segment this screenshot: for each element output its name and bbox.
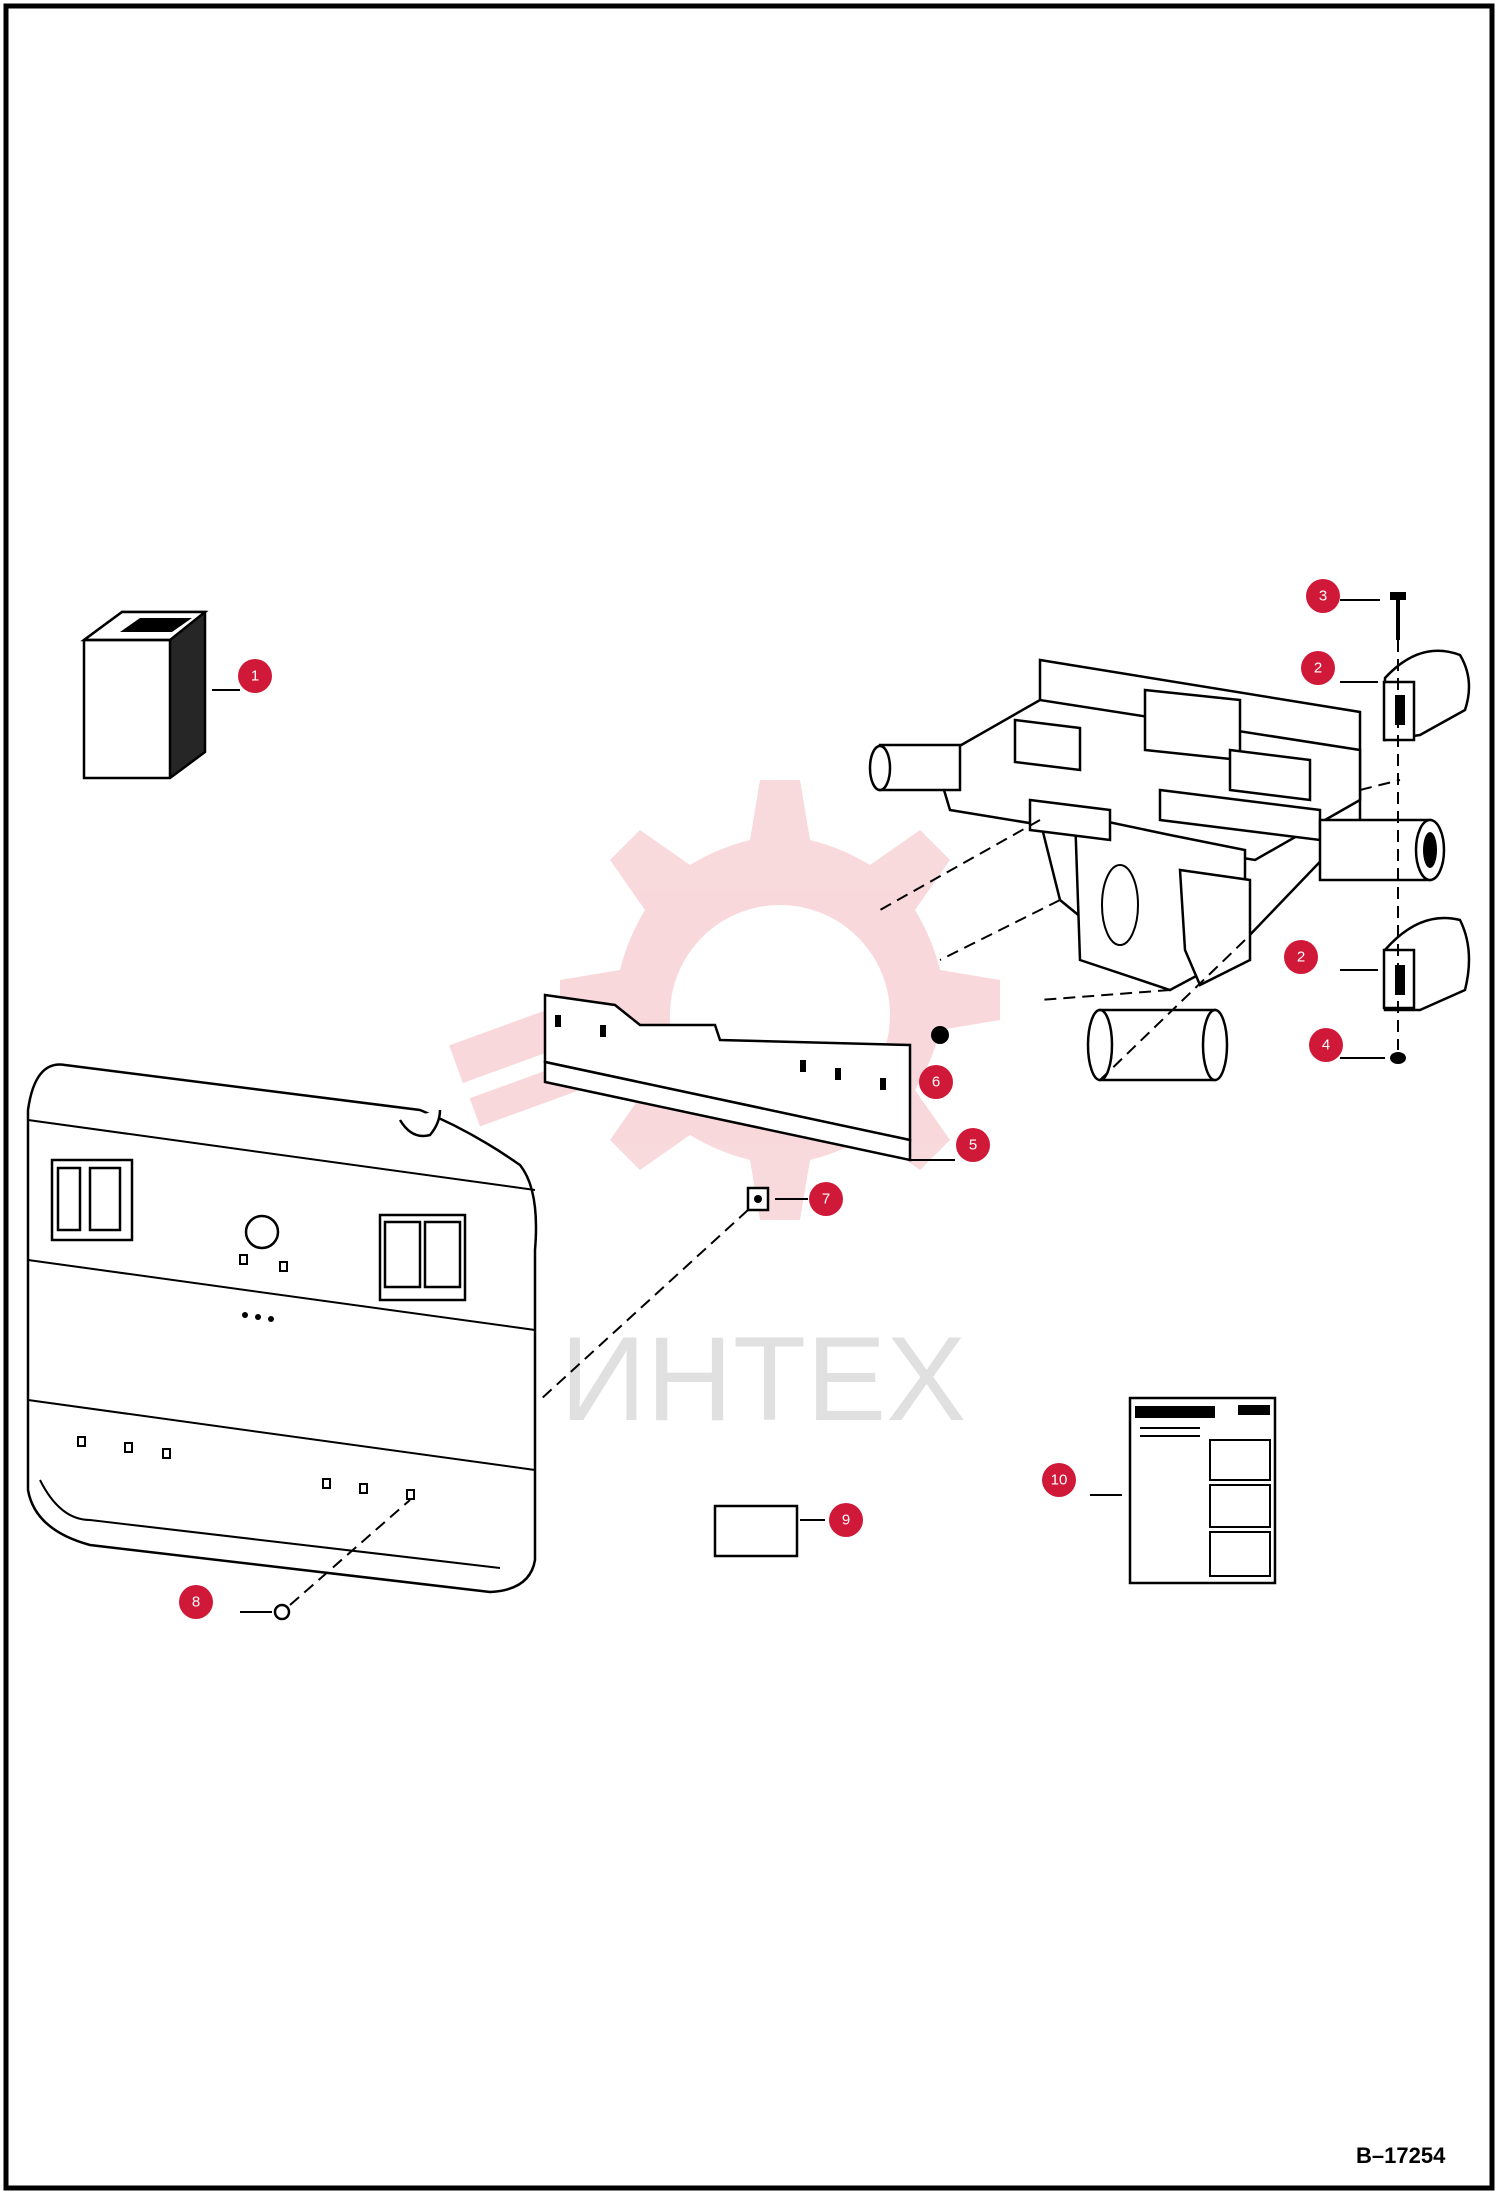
svg-text:9: 9 (842, 1512, 850, 1529)
decal (713, 1504, 799, 1558)
tube-right (1318, 818, 1446, 882)
callout-2-upper[interactable]: 2 (1301, 651, 1335, 685)
watermark-text: ИНТЕХ (560, 1312, 966, 1446)
svg-text:8: 8 (192, 1594, 200, 1611)
svg-text:2: 2 (1297, 949, 1305, 966)
callout-5[interactable]: 5 (956, 1128, 990, 1162)
clip-nut (746, 1186, 770, 1212)
lower-clamp (1382, 916, 1471, 1012)
svg-text:5: 5 (969, 1137, 977, 1154)
svg-text:2: 2 (1314, 660, 1322, 677)
figure-id: B–17254 (1356, 2143, 1446, 2168)
callout-8[interactable]: 8 (179, 1585, 213, 1619)
callout-7[interactable]: 7 (809, 1182, 843, 1216)
tube-left (868, 743, 962, 792)
instruction-sheet (1128, 1396, 1277, 1585)
upper-clamp (1382, 649, 1471, 742)
battery (80, 610, 209, 780)
svg-text:10: 10 (1051, 1472, 1068, 1489)
callout-3[interactable]: 3 (1306, 579, 1340, 613)
callout-6[interactable]: 6 (919, 1065, 953, 1099)
svg-text:7: 7 (822, 1191, 830, 1208)
tube-bottom (1086, 1008, 1229, 1082)
front-panel (26, 1063, 538, 1594)
svg-text:1: 1 (251, 668, 259, 685)
screw (273, 1603, 291, 1621)
svg-text:4: 4 (1322, 1037, 1330, 1054)
callout-2-lower[interactable]: 2 (1284, 940, 1318, 974)
nut (1390, 1052, 1406, 1064)
page-border (3, 3, 1495, 2191)
svg-text:6: 6 (932, 1074, 940, 1091)
svg-text:3: 3 (1319, 588, 1327, 605)
callout-4[interactable]: 4 (1309, 1028, 1343, 1062)
bolt (1390, 592, 1406, 640)
frame-assembly (868, 658, 1446, 1082)
callout-9[interactable]: 9 (829, 1503, 863, 1537)
watermark-gear-icon (449, 780, 1000, 1220)
callout-1[interactable]: 1 (238, 659, 272, 693)
grommet (931, 1026, 949, 1044)
callout-10[interactable]: 10 (1042, 1463, 1076, 1497)
